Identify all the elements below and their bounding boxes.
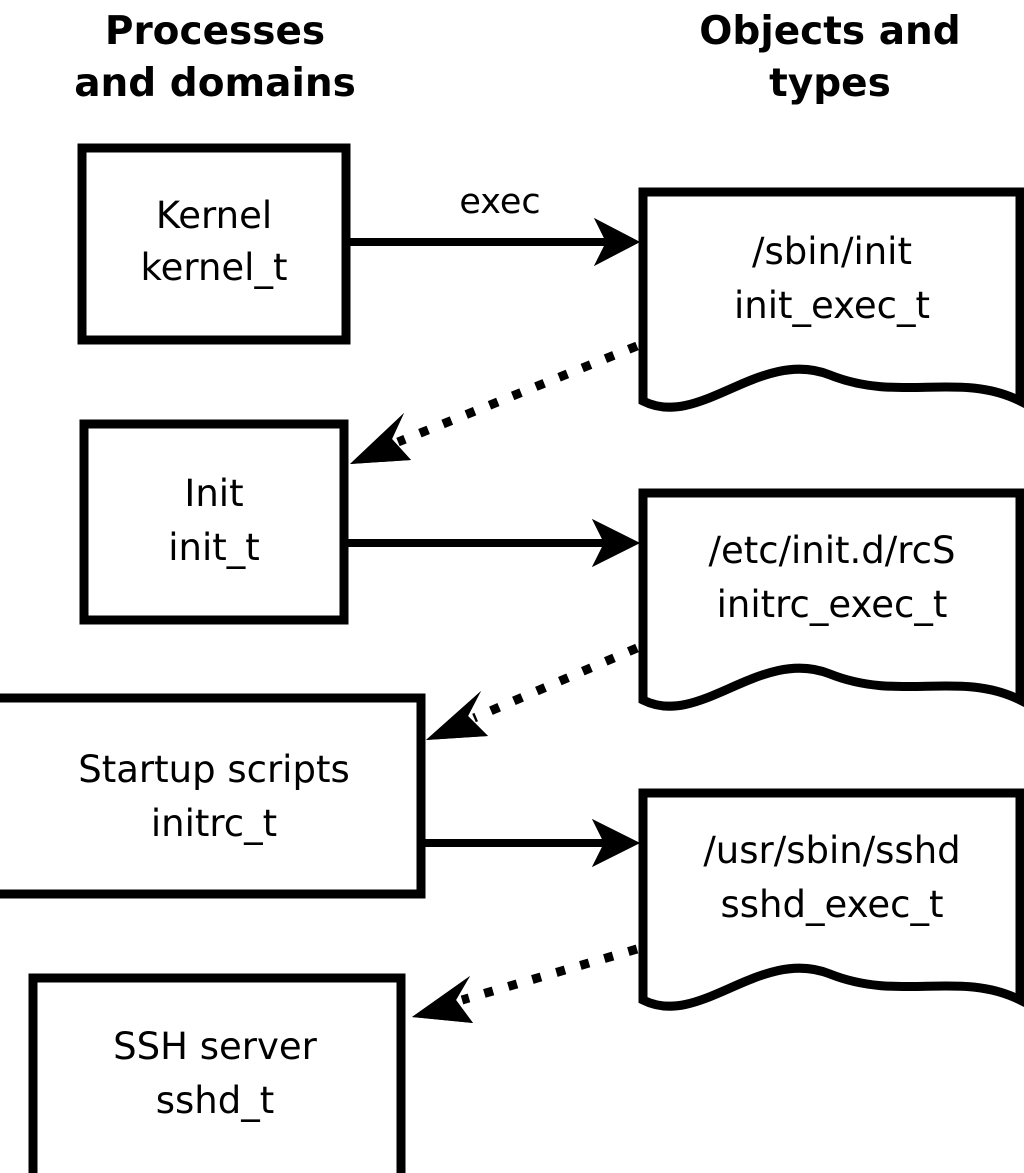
arrow-head-icon-exec <box>594 218 640 266</box>
arrow-head-icon-initrc-exec <box>592 819 640 867</box>
node-usr-sbin-sshd[interactable]: /usr/sbin/sshd sshd_exec_t <box>638 788 1024 1011</box>
node-kernel[interactable]: Kernel kernel_t <box>77 143 351 345</box>
node-etc-initd-rcs-line2: initrc_exec_t <box>717 583 948 626</box>
node-kernel-line1: Kernel <box>156 194 272 237</box>
node-sbin-init-document[interactable] <box>638 187 1024 412</box>
node-init-line1: Init <box>184 472 243 515</box>
node-ssh-server-line1: SSH server <box>113 1025 317 1068</box>
node-usr-sbin-sshd-line2: sshd_exec_t <box>721 883 944 926</box>
arrow-head-icon-initrc-transition <box>426 691 488 740</box>
node-usr-sbin-sshd-document[interactable] <box>638 788 1024 1011</box>
node-etc-initd-rcs-line1: /etc/init.d/rcS <box>708 529 955 572</box>
node-etc-initd-rcs[interactable]: /etc/init.d/rcS initrc_exec_t <box>638 488 1024 711</box>
node-init[interactable]: Init init_t <box>79 419 349 625</box>
arrow-heads-overlay <box>350 218 640 1023</box>
node-init-box[interactable] <box>79 419 349 625</box>
node-sbin-init[interactable]: /sbin/init init_exec_t <box>638 187 1024 412</box>
column-header-objects-line2: types <box>769 61 891 106</box>
edge-line <box>460 944 639 1005</box>
edge-line <box>396 341 639 447</box>
node-ssh-server-box[interactable] <box>28 973 406 1173</box>
edge-kernel-exec-sbin-init: exec <box>348 182 640 266</box>
node-ssh-server-line2: sshd_t <box>156 1079 275 1122</box>
edge-line <box>472 643 639 723</box>
node-startup-scripts-box[interactable] <box>0 693 426 899</box>
column-header-processes-line2: and domains <box>74 61 356 106</box>
node-startup-scripts-line1: Startup scripts <box>78 748 349 791</box>
arrow-head-icon-sshd-transition <box>412 976 473 1023</box>
node-init-line2: init_t <box>168 526 260 569</box>
edge-label-exec: exec <box>459 182 540 222</box>
node-startup-scripts[interactable]: Startup scripts initrc_t <box>0 693 426 899</box>
arrow-head-icon-init-transition <box>350 413 411 464</box>
node-usr-sbin-sshd-line1: /usr/sbin/sshd <box>703 829 960 872</box>
node-sbin-init-line1: /sbin/init <box>752 230 912 273</box>
node-sbin-init-line2: init_exec_t <box>734 284 930 327</box>
column-header-objects-line1: Objects and <box>699 9 960 54</box>
node-etc-initd-rcs-document[interactable] <box>638 488 1024 711</box>
column-header-processes-line1: Processes <box>105 9 325 54</box>
column-header-processes: Processes and domains <box>74 9 356 106</box>
node-kernel-box[interactable] <box>77 143 351 345</box>
node-kernel-line2: kernel_t <box>141 246 288 289</box>
node-ssh-server[interactable]: SSH server sshd_t <box>28 973 406 1173</box>
arrow-head-icon-init-exec <box>592 519 640 567</box>
column-header-objects: Objects and types <box>699 9 960 106</box>
node-startup-scripts-line2: initrc_t <box>151 802 277 845</box>
